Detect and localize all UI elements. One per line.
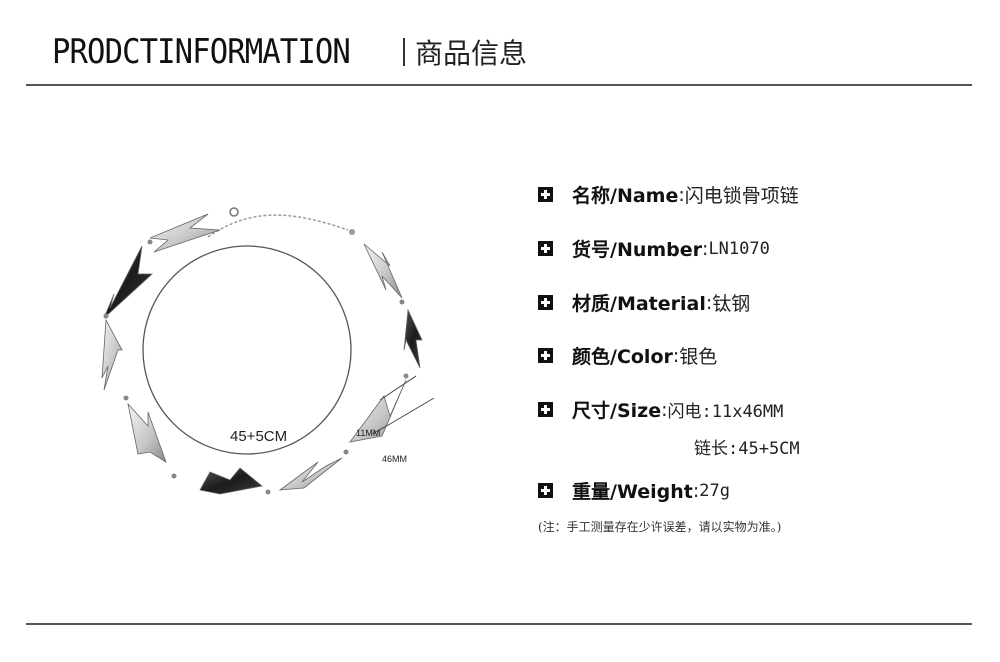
spec-row-weight: 重量/Weight:27g bbox=[538, 477, 730, 504]
bottom-divider bbox=[26, 623, 972, 625]
plus-square-icon bbox=[538, 402, 553, 417]
spec-value: LN1070 bbox=[708, 238, 770, 259]
header-title-cn: 商品信息 bbox=[415, 37, 528, 70]
bolt-7 bbox=[349, 379, 407, 443]
bolt-5 bbox=[199, 467, 263, 495]
plus-square-icon bbox=[538, 187, 553, 202]
spec-size-extra: 链长:45+5CM bbox=[694, 439, 800, 459]
plus-square-icon bbox=[538, 295, 553, 310]
spec-value: 闪电锁骨项链 bbox=[684, 185, 799, 207]
header-title-en: PRODCTINFORMATION bbox=[52, 32, 351, 72]
bolt-3 bbox=[101, 318, 123, 391]
measurement-note: (注：手工测量存在少许误差，请以实物为准。) bbox=[538, 520, 782, 534]
spec-value: 27g bbox=[699, 480, 730, 501]
spec-row-name: 名称/Name:闪电锁骨项链 bbox=[538, 181, 799, 208]
width-dimension-line bbox=[379, 375, 417, 401]
top-divider bbox=[26, 84, 972, 86]
plus-square-icon bbox=[538, 483, 553, 498]
product-image: 45+5CM 11MM 46MM bbox=[90, 190, 450, 510]
plus-square-icon bbox=[538, 348, 553, 363]
spec-value: 钛钢 bbox=[712, 293, 751, 315]
spec-row-number: 货号/Number: LN1070 bbox=[538, 235, 770, 262]
spec-label: 颜色/Color bbox=[572, 346, 673, 368]
bolt-height-label: 46MM bbox=[382, 454, 408, 464]
plus-square-icon bbox=[538, 241, 553, 256]
bolt-width-label: 11MM bbox=[356, 428, 381, 438]
bolt-9 bbox=[363, 243, 403, 299]
spec-label: 货号/Number bbox=[572, 239, 703, 261]
spec-value: 银色 bbox=[679, 346, 718, 368]
spec-label: 重量/Weight bbox=[572, 481, 693, 503]
bolt-8 bbox=[403, 308, 423, 369]
spec-row-color: 颜色/Color:银色 bbox=[538, 342, 717, 369]
spec-label: 材质/Material bbox=[572, 293, 706, 315]
bolt-4 bbox=[127, 402, 167, 463]
page-header: PRODCTINFORMATION 商品信息 bbox=[52, 32, 527, 72]
spec-label: 名称/Name bbox=[572, 185, 679, 207]
bolt-2 bbox=[103, 245, 154, 319]
header-separator bbox=[403, 38, 405, 66]
necklace-illustration bbox=[101, 207, 435, 495]
spec-value: 闪电:11x46MM bbox=[667, 402, 784, 422]
chain-length-label: 45+5CM bbox=[230, 428, 288, 445]
bolt-1 bbox=[149, 213, 221, 253]
spec-row-size: 尺寸/Size:闪电:11x46MM bbox=[538, 396, 783, 423]
bolt-6 bbox=[278, 457, 343, 491]
spec-row-material: 材质/Material:钛钢 bbox=[538, 289, 750, 316]
extension-chain bbox=[207, 214, 349, 238]
necklace-inner-ring bbox=[142, 245, 352, 455]
height-dimension-line bbox=[389, 397, 435, 425]
spec-label: 尺寸/Size bbox=[572, 400, 662, 422]
